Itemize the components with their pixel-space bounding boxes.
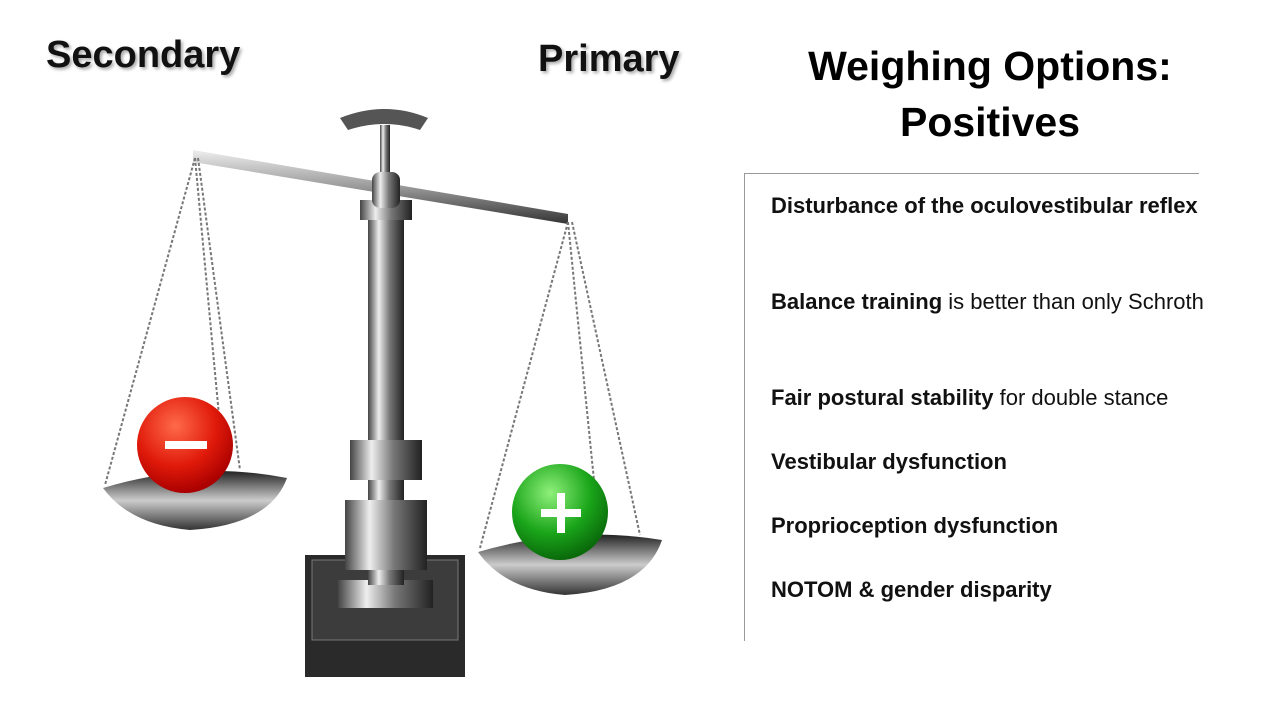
positives-list: Disturbance of the oculovestibular refle… bbox=[744, 173, 1204, 641]
list-item: Fair postural stability for double stanc… bbox=[771, 382, 1241, 414]
item-bold: Vestibular dysfunction bbox=[771, 449, 1007, 474]
secondary-label: Secondary bbox=[46, 34, 241, 76]
item-bold: Proprioception dysfunction bbox=[771, 513, 1059, 538]
slide-title: Weighing Options: Positives bbox=[770, 38, 1210, 150]
item-bold: NOTOM & gender disparity bbox=[771, 577, 1052, 602]
list-item: NOTOM & gender disparity bbox=[771, 574, 1211, 606]
title-line-2: Positives bbox=[899, 99, 1081, 145]
item-bold: Disturbance of the oculovestibular refle… bbox=[771, 193, 1198, 218]
list-item: Disturbance of the oculovestibular refle… bbox=[771, 190, 1211, 222]
item-bold: Balance training bbox=[771, 289, 943, 314]
item-text: is better than only Schroth bbox=[942, 289, 1204, 314]
item-bold: Fair postural stability bbox=[771, 385, 994, 410]
list-item: Proprioception dysfunction bbox=[771, 510, 1211, 542]
item-text: for double stance bbox=[993, 385, 1169, 410]
primary-label: Primary bbox=[538, 38, 680, 80]
list-item: Vestibular dysfunction bbox=[771, 446, 1211, 478]
title-line-1: Weighing Options: bbox=[808, 43, 1172, 89]
left-pan bbox=[103, 470, 287, 530]
right-pan bbox=[478, 534, 662, 595]
list-item: Balance training is better than only Sch… bbox=[771, 286, 1211, 318]
minus-icon bbox=[165, 441, 207, 449]
